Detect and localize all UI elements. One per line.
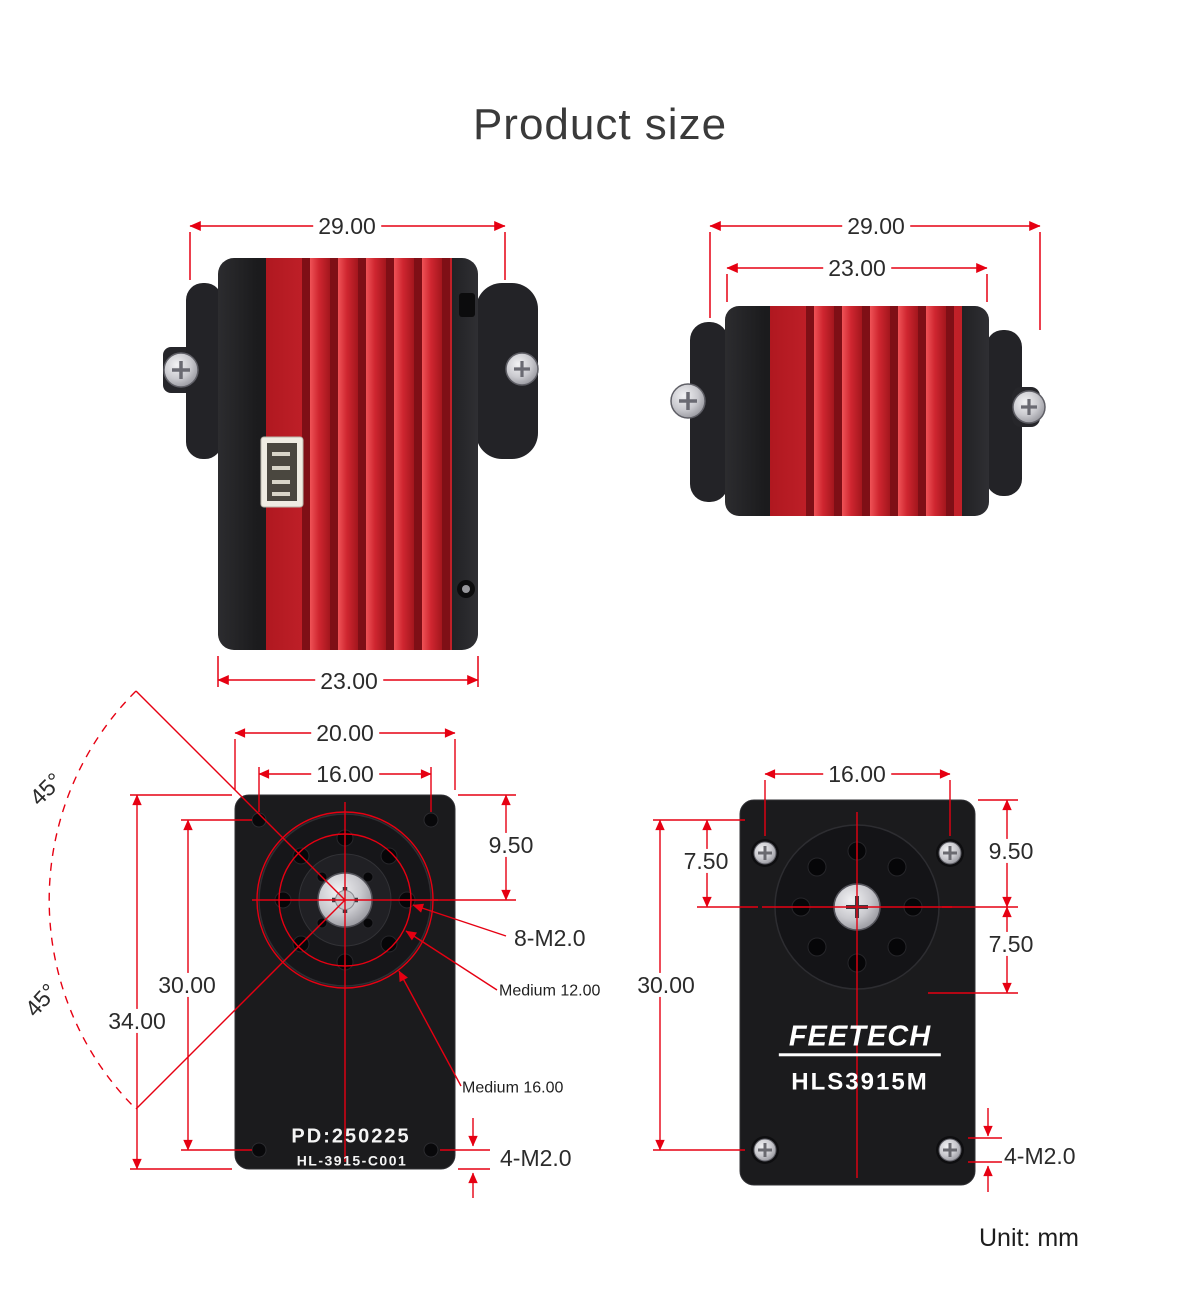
diag-45-upper [135,690,346,901]
dim-label-front-hole-span: 16.00 [311,762,379,786]
dim-label-overall-width-tl: 29.00 [313,214,381,238]
dim-label-rear-top-to-center: 9.50 [983,839,1039,863]
diag-45-lower [135,899,346,1110]
dims-front-view [48,690,516,1198]
corner-holes [251,812,439,1158]
leader-med16 [398,970,462,1087]
dim-label-medium-12: Medium 12.00 [499,982,601,1000]
body-print-model-code: HL-3915-C001 [296,1152,408,1169]
page-title: Product size [472,99,728,149]
heatsink-grooves [302,258,450,650]
hub-holes [791,841,923,973]
leader-med12 [405,930,498,991]
dim-label-body-width-tl: 23.00 [315,669,383,693]
dim-label-rear-hole-height: 30.00 [632,973,700,997]
heatsink-fins [310,258,442,650]
servo-side-view-connector [163,258,539,650]
left-mount-disc [186,283,222,459]
right-mount-disc [986,330,1022,496]
dim-label-rear-left-offset: 7.50 [678,849,734,873]
dim-label-8-m2: 8-M2.0 [514,924,586,951]
leader-8m2 [412,903,507,937]
side-port [459,293,475,317]
servo-side-view-horizontal [670,306,1046,516]
dim-label-rear-4-m2: 4-M2.0 [1004,1142,1076,1169]
body-print-date: PD:250225 [291,1125,411,1148]
dim-label-body-width-tr: 23.00 [823,256,891,280]
dim-label-rear-center-offset: 7.50 [983,932,1039,956]
dim-label-medium-16: Medium 16.00 [462,1079,564,1097]
dim-label-overall-width-tr: 29.00 [842,214,910,238]
case-screws [751,839,964,1164]
dim-label-front-4-m2: 4-M2.0 [500,1144,572,1171]
dim-label-rear-hole-span: 16.00 [823,762,891,786]
connector-pins [272,452,290,496]
dim-label-front-hole-height: 30.00 [153,973,221,997]
angle-arc [48,690,137,1110]
dim-label-front-top-to-center: 9.50 [483,833,539,857]
dim-label-front-width: 20.00 [311,721,379,745]
brand-logo: FEETECH [778,1021,942,1057]
left-mount-disc [690,322,728,502]
heatsink-grooves [806,306,954,516]
model-label: HLS3915M [791,1068,929,1096]
unit-note: Unit: mm [979,1223,1079,1252]
dim-label-front-body-height: 34.00 [103,1009,171,1033]
heatsink-fins [814,306,946,516]
